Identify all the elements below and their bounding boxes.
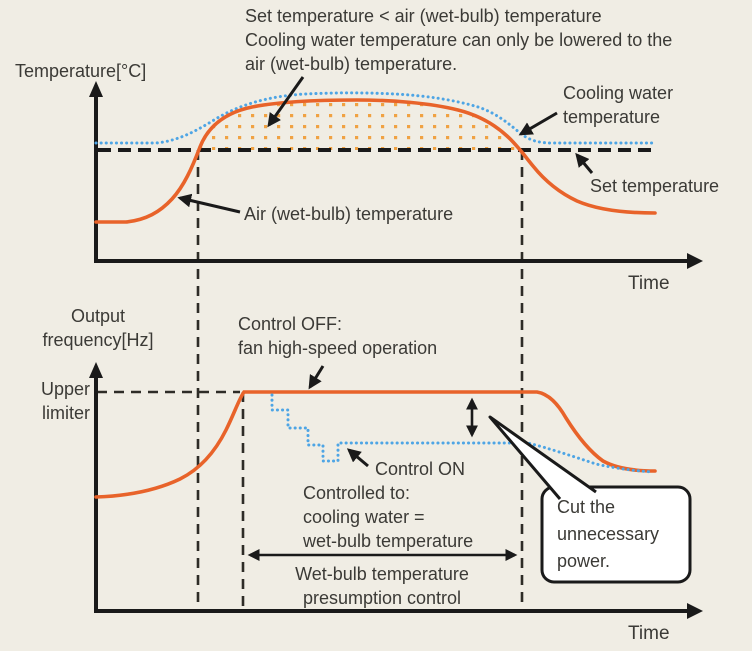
temperature-axis-label: Temperature[°C] (15, 61, 147, 81)
output-frequency-axis-label-line: Output (70, 306, 126, 326)
temperature-y-axis-arrowhead (89, 81, 103, 97)
cooling-water-arrow (518, 111, 558, 136)
air-wet-bulb-arrow (177, 193, 241, 214)
callout-text-line: power. (557, 551, 611, 571)
control-on-frequency-curve (270, 393, 655, 474)
callout-text: Cut the unnecessary power. (557, 494, 659, 575)
output-frequency-axis-label: Output frequency[Hz] (22, 304, 174, 352)
control-off-label-line: fan high-speed operation (238, 338, 438, 358)
bottom-time-x-axis-arrowhead (687, 603, 703, 619)
top-time-x-axis-arrowhead (687, 253, 703, 269)
top-annotation-line: Set temperature < air (wet-bulb) tempera… (245, 6, 602, 26)
output-frequency-axis-label-line: frequency[Hz] (42, 330, 154, 350)
controlled-to-label-line: cooling water = (303, 507, 425, 527)
set-temperature-arrow (575, 152, 594, 174)
fan-output-frequency-curve (94, 390, 657, 499)
callout-bubble (540, 485, 692, 584)
top-annotation: Set temperature < air (wet-bulb) tempera… (245, 4, 672, 76)
cooling-water-label-line: Cooling water (563, 83, 674, 103)
controlled-to-label-line: Controlled to: (303, 483, 411, 503)
wet-bulb-span-label-line: presumption control (302, 588, 462, 608)
callout-text-line: Cut the (557, 497, 616, 517)
cooling-water-label: Cooling water temperature (563, 81, 673, 129)
upper-limiter-label-line: Upper (40, 379, 90, 399)
air-wet-bulb-label: Air (wet-bulb) temperature (244, 204, 454, 224)
upper-limiter-label: Upper limiter (10, 377, 90, 425)
annotation-arrow (267, 76, 305, 128)
wet-bulb-span-label-line: Wet-bulb temperature (295, 564, 469, 584)
top-annotation-line: Cooling water temperature can only be lo… (245, 30, 673, 50)
bottom-time-label: Time (628, 623, 670, 644)
control-off-label: Control OFF: fan high-speed operation (238, 312, 437, 360)
top-annotation-line: air (wet-bulb) temperature. (245, 54, 458, 74)
upper-limiter-label-line: limiter (42, 403, 90, 423)
controlled-to-label: Controlled to: cooling water = wet-bulb … (303, 481, 473, 553)
set-temperature-label: Set temperature (590, 176, 720, 196)
controlled-to-label-line: wet-bulb temperature (303, 531, 474, 551)
wet-bulb-span-label: Wet-bulb temperature presumption control (242, 562, 522, 610)
top-time-label: Time (628, 273, 670, 294)
control-on-label: Control ON (375, 459, 466, 479)
cooling-water-label-line: temperature (563, 107, 661, 127)
control-off-arrow (308, 365, 325, 390)
air-wet-bulb-temperature-curve (94, 98, 657, 224)
control-on-arrow (346, 448, 369, 468)
frequency-y-axis-arrowhead (89, 362, 103, 378)
control-off-label-line: Control OFF: (238, 314, 343, 334)
callout-tail (488, 415, 597, 500)
callout-text-line: unnecessary (557, 524, 660, 544)
